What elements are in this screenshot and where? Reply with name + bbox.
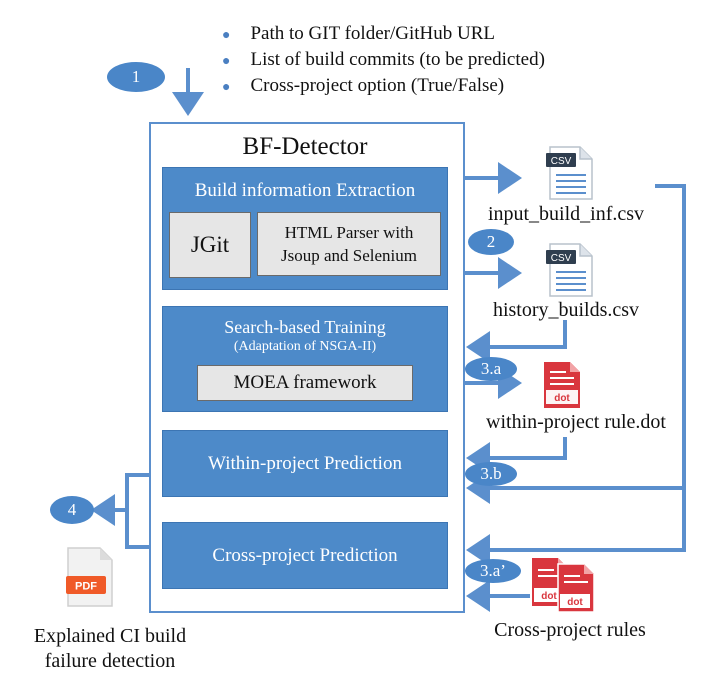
extraction-title: Build information Extraction [194, 180, 416, 201]
input-item: ●Path to GIT folder/GitHub URL [222, 23, 495, 44]
within-prediction-panel: Within-project Prediction [162, 430, 448, 497]
history-csv-label: history_builds.csv [492, 299, 640, 321]
jgit-box: JGit [169, 212, 251, 278]
input-item: ●List of build commits (to be predicted) [222, 49, 545, 70]
svg-text:dot: dot [541, 591, 557, 602]
step-3a-prime-badge: 3.a’ [465, 559, 521, 583]
output-label-line: failure detection [44, 650, 176, 672]
step-4-badge: 4 [50, 496, 94, 524]
output-bracket [125, 473, 150, 549]
html-parser-line: HTML Parser with [284, 223, 414, 242]
dot-to-within-arrow [466, 437, 567, 474]
svg-text:CSV: CSV [551, 156, 572, 167]
output-label-line: Explained CI build [33, 625, 187, 647]
csv-file-icon: CSV [546, 243, 593, 297]
svg-text:dot: dot [554, 393, 570, 404]
history-to-training-arrow [466, 320, 567, 363]
training-panel: Search-based Training (Adaptation of NSG… [162, 306, 448, 412]
within-dot-label: within-project rule.dot [486, 411, 666, 433]
input-item: ●Cross-project option (True/False) [222, 75, 505, 96]
cross-prediction-panel: Cross-project Prediction [162, 522, 448, 589]
svg-text:dot: dot [567, 597, 583, 608]
dot-file-icon: dot [544, 362, 580, 408]
html-parser-box: HTML Parser with Jsoup and Selenium [257, 212, 441, 276]
training-title: Search-based Training [224, 317, 386, 337]
within-prediction-label: Within-project Prediction [208, 453, 402, 474]
input-list: ●Path to GIT folder/GitHub URL ●List of … [222, 22, 545, 100]
bf-detector-title: BF-Detector [242, 133, 368, 160]
html-parser-line: Jsoup and Selenium [281, 246, 417, 265]
moea-framework-box: MOEA framework [197, 365, 413, 401]
cross-rules-label: Cross-project rules [494, 619, 646, 641]
step-3b-badge: 3.b [465, 462, 517, 486]
training-subtitle: (Adaptation of NSGA-II) [233, 339, 377, 354]
dot-file-icon: dot dot [532, 558, 595, 613]
input-csv-label: input_build_inf.csv [487, 203, 645, 225]
step-1-badge: 1 [107, 62, 165, 92]
cross-prediction-label: Cross-project Prediction [212, 545, 398, 566]
output-label: Explained CI build failure detection [10, 624, 210, 674]
svg-text:CSV: CSV [551, 253, 572, 264]
svg-text:PDF: PDF [75, 581, 97, 593]
step-2-badge: 2 [468, 229, 514, 255]
input-csv-route [466, 184, 686, 566]
pdf-file-icon: PDF [66, 547, 113, 607]
step-3a-badge: 3.a [465, 357, 517, 381]
extraction-panel: Build information Extraction JGit HTML P… [162, 167, 448, 290]
csv-file-icon: CSV [546, 146, 593, 200]
